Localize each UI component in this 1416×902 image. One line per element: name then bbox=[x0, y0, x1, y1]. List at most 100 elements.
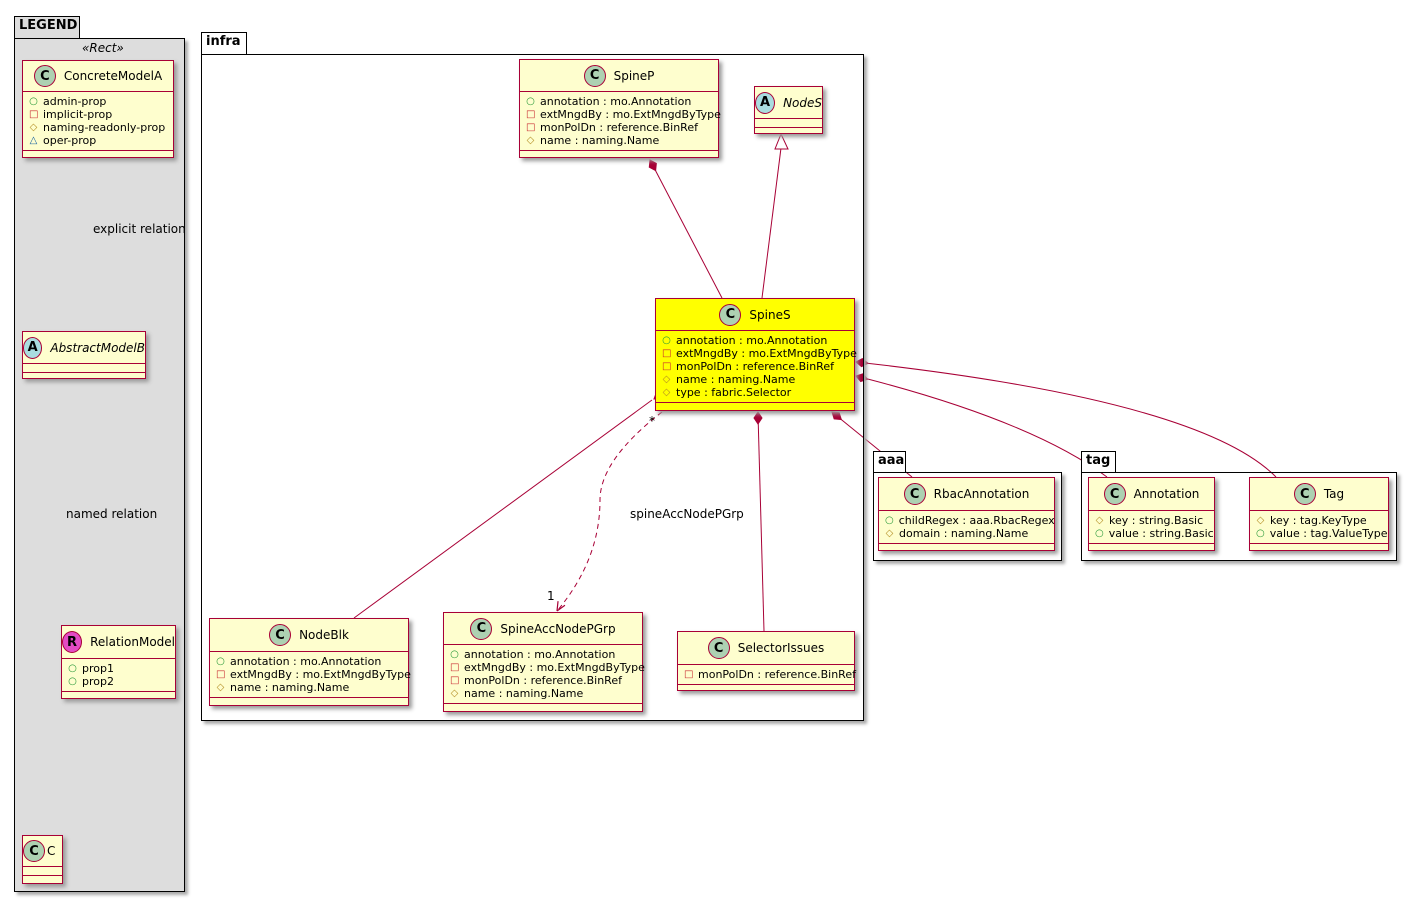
class-name: RelationModel bbox=[90, 635, 175, 649]
relation-icon: R bbox=[62, 631, 83, 653]
composition-diamond-icon bbox=[855, 358, 869, 368]
attribute: ◇domain : naming.Name bbox=[885, 527, 1048, 540]
attribute: ◇name : naming.Name bbox=[662, 373, 848, 386]
attribute-text: monPolDn : reference.BinRef bbox=[698, 668, 856, 681]
class-attributes: ○annotation : mo.Annotation□ extMngdBy : … bbox=[656, 331, 857, 403]
class-attributes: ○annotation : mo.Annotation□extMngdBy : … bbox=[210, 652, 411, 698]
visibility-icon: ○ bbox=[885, 515, 894, 526]
visibility-icon: ○ bbox=[1256, 528, 1265, 539]
attribute-text: monPolDn : reference.BinRef bbox=[464, 674, 622, 687]
class-spineaccnodepgrp[interactable]: C SpineAccNodePGrp ○annotation : mo.Annota… bbox=[443, 612, 645, 712]
attribute: ◇name : naming.Name bbox=[216, 681, 402, 694]
class-icon: C bbox=[1293, 483, 1316, 505]
class-attributes: ○annotation : mo.Annotation□extMngdBy : … bbox=[444, 645, 645, 704]
attribute: ◇name : naming.Name bbox=[526, 134, 712, 147]
multiplicity-from: * bbox=[649, 414, 655, 428]
class-attributes bbox=[755, 119, 822, 128]
legend-stereotype: «Rect» bbox=[82, 41, 124, 55]
class-attributes: □monPolDn : reference.BinRef bbox=[678, 665, 856, 685]
visibility-icon: ◇ bbox=[29, 122, 38, 133]
attribute-text: monPolDn : reference.BinRef bbox=[676, 360, 834, 373]
attribute: ○admin-prop bbox=[29, 95, 167, 108]
arrow-head-icon bbox=[556, 601, 566, 612]
visibility-icon: ○ bbox=[68, 663, 77, 674]
attribute: △oper-prop bbox=[29, 134, 167, 147]
visibility-icon: □ bbox=[526, 109, 536, 120]
attribute: □monPolDn : reference.BinRef bbox=[662, 360, 848, 373]
attribute: ○annotation : mo.Annotation bbox=[662, 334, 848, 347]
class-name: ConcreteModelA bbox=[63, 69, 163, 83]
package-infra bbox=[201, 54, 864, 721]
visibility-icon: □ bbox=[662, 348, 672, 359]
attribute-text: monPolDn : reference.BinRef bbox=[540, 121, 698, 134]
visibility-icon: ○ bbox=[662, 335, 671, 346]
visibility-icon: ◇ bbox=[662, 374, 671, 385]
class-attributes bbox=[23, 364, 145, 373]
visibility-icon: △ bbox=[29, 135, 38, 146]
relation-label-spineacc: spineAccNodePGrp bbox=[630, 507, 744, 521]
package-tab-legend: LEGEND bbox=[14, 16, 80, 39]
class-icon: C bbox=[719, 303, 742, 326]
attribute-text: name : naming.Name bbox=[230, 681, 350, 694]
attribute: ◇ key : tag.KeyType bbox=[1256, 514, 1382, 527]
composition-diamond-icon bbox=[855, 373, 869, 383]
attribute: ○annotation : mo.Annotation bbox=[450, 648, 636, 661]
attribute: ○annotation : mo.Annotation bbox=[216, 655, 402, 668]
class-header: C SpineAccNodePGrp bbox=[444, 613, 642, 645]
attribute-text: key : tag.KeyType bbox=[1270, 514, 1367, 527]
visibility-icon: ◇ bbox=[662, 387, 671, 398]
visibility-icon: □ bbox=[450, 662, 460, 673]
class-concretemodela[interactable]: C ConcreteModelA ○admin-prop□ implicit-prop… bbox=[22, 60, 174, 158]
class-name: NodeS bbox=[783, 95, 822, 110]
class-header: R RelationModel bbox=[62, 626, 175, 659]
class-icon: C bbox=[470, 617, 493, 640]
visibility-icon: □ bbox=[29, 109, 39, 120]
visibility-icon: ○ bbox=[1095, 528, 1104, 539]
package-tag bbox=[1081, 472, 1397, 561]
attribute: ○annotation : mo.Annotation bbox=[526, 95, 712, 108]
attribute-text: key : string.Basic bbox=[1109, 514, 1204, 527]
class-icon: C bbox=[707, 637, 730, 659]
inheritance-triangle-icon bbox=[774, 132, 789, 150]
relation-spines-nodeblk bbox=[353, 399, 653, 619]
class-icon: C bbox=[33, 65, 56, 87]
attribute-text: value : string.Basic bbox=[1108, 527, 1214, 540]
attribute-text: domain : naming.Name bbox=[899, 527, 1029, 540]
multiplicity-to: 1 bbox=[547, 589, 555, 603]
class-name: SpineP bbox=[613, 68, 655, 83]
visibility-icon: ◇ bbox=[1256, 515, 1265, 526]
attribute: ○childRegex : aaa.RbacRegex bbox=[885, 514, 1055, 527]
attribute: ◇key : string.Basic bbox=[1095, 514, 1208, 527]
attribute-text: annotation : mo.Annotation bbox=[230, 655, 382, 668]
visibility-icon: □ bbox=[216, 669, 226, 680]
class-attributes: ○annotation : mo.Annotation□extMngdBy : … bbox=[520, 92, 721, 151]
class-header: C ConcreteModelA bbox=[23, 61, 173, 92]
class-icon: C bbox=[1103, 483, 1126, 505]
package-legend bbox=[14, 38, 185, 892]
class-name: NodeBlk bbox=[299, 628, 349, 642]
attribute: □extMngdBy : mo.ExtMngdByType bbox=[216, 668, 411, 681]
attribute-text: implicit-prop bbox=[43, 108, 113, 121]
attribute-text: annotation : mo.Annotation bbox=[540, 95, 692, 108]
attribute-text: extMngdBy : mo.ExtMngdByType bbox=[676, 347, 857, 360]
attribute-text: value : tag.ValueType bbox=[1269, 527, 1388, 540]
class-icon: C bbox=[583, 64, 606, 87]
class-name: SpineAccNodePGrp bbox=[500, 621, 616, 636]
abstract-icon: A bbox=[23, 336, 43, 359]
